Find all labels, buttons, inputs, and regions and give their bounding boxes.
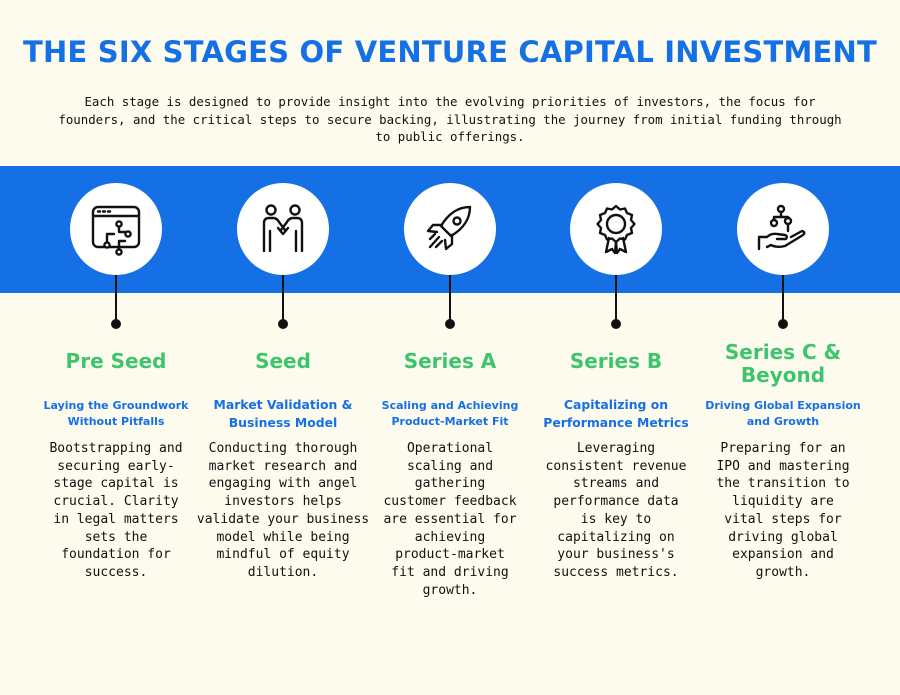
stage-series-b: Series B Capitalizing on Performance Met… [536,0,696,695]
connector-line [449,275,451,323]
stage-subtitle: Driving Global Expansion and Growth [705,399,861,428]
connector-dot [278,319,288,329]
rocket-icon [426,205,472,251]
connector-dot [611,319,621,329]
stage-icon-circle [570,183,662,275]
stage-name: Seed [255,349,311,373]
hand-network-icon [757,204,806,251]
award-badge-icon [596,204,636,255]
stage-seed: Seed Market Validation & Business Model … [197,0,369,695]
stage-description: Preparing for an IPO and mastering the t… [716,441,850,580]
stage-icon-circle [737,183,829,275]
stage-description: Conducting thorough market research and … [196,441,370,580]
page-title: THE SIX STAGES OF VENTURE CAPITAL INVEST… [22,35,878,69]
stage-subtitle: Capitalizing on Performance Metrics [543,397,689,430]
stage-description: Leveraging consistent revenue streams an… [545,441,687,580]
connector-line [782,275,784,323]
handshake-icon [262,204,304,253]
browser-circuit-icon [91,205,141,256]
connector-line [615,275,617,323]
stage-description: Bootstrapping and securing early-stage c… [49,441,183,580]
connector-dot [111,319,121,329]
intro-text: Each stage is designed to provide insigh… [58,94,842,144]
stage-subtitle: Scaling and Achieving Product-Market Fit [381,399,519,428]
stage-icon-circle [404,183,496,275]
stage-name: Series C & Beyond [724,340,842,387]
stage-series-c: Series C & Beyond Driving Global Expansi… [703,0,863,695]
connector-line [115,275,117,323]
stage-series-a: Series A Scaling and Achieving Product-M… [370,0,530,695]
stage-pre-seed: Pre Seed Laying the Groundwork Without P… [36,0,196,695]
stage-name: Series B [569,349,663,373]
stage-subtitle: Market Validation & Business Model [213,397,353,430]
stage-icon-circle [70,183,162,275]
connector-line [282,275,284,323]
stage-subtitle: Laying the Groundwork Without Pitfalls [43,399,189,428]
connector-dot [778,319,788,329]
stage-name: Series A [403,349,497,373]
stage-name: Pre Seed [65,349,167,373]
stage-description: Operational scaling and gathering custom… [383,441,517,598]
connector-dot [445,319,455,329]
stage-icon-circle [237,183,329,275]
